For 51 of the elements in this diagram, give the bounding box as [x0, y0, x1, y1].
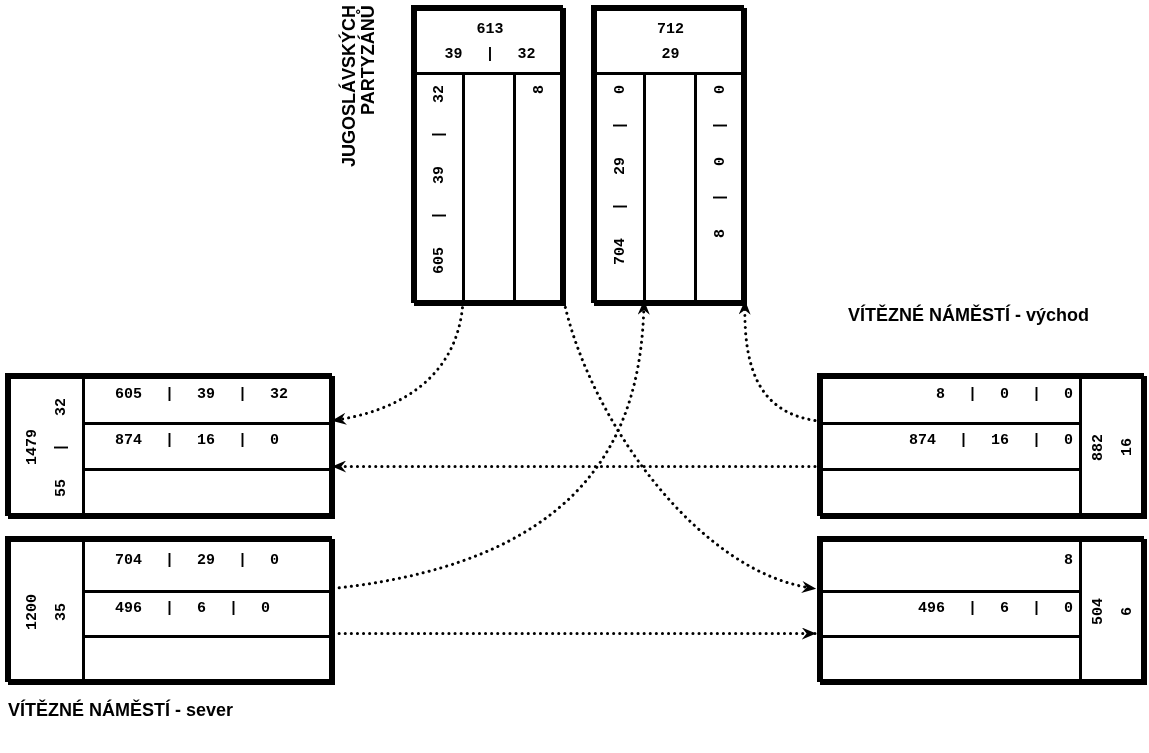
table-cell — [513, 72, 566, 306]
table-cell — [82, 468, 335, 519]
street-label: VÍTĚZNÉ NÁMĚSTÍ - sever — [8, 700, 234, 721]
table-cell — [694, 72, 747, 306]
street-label: JUGOSLÁVSKÝCH PARTYZÁNŮ — [340, 5, 378, 170]
count-value: 496 | 6 | 0 — [917, 600, 1073, 616]
table-cell — [8, 376, 85, 519]
table-cell — [820, 376, 1082, 425]
table-cell — [594, 8, 747, 75]
count-value: 8 — [532, 85, 547, 94]
table-cell — [1079, 376, 1147, 519]
count-value: 55 | 32 — [53, 398, 69, 497]
table-cell — [820, 635, 1082, 685]
count-value: 712 — [657, 21, 684, 37]
count-value: 704 | 29 | 0 — [612, 85, 628, 266]
table-cell — [82, 539, 335, 593]
table-cell — [820, 539, 1082, 593]
count-table — [5, 373, 332, 516]
count-value: 6 — [1120, 607, 1135, 617]
count-value: 605 | 39 | 32 — [432, 85, 447, 275]
count-value: 605 | 39 | 32 — [115, 387, 289, 402]
count-value: 704 | 29 | 0 — [115, 552, 280, 568]
count-value: 496 | 6 | 0 — [115, 600, 271, 616]
count-value: 29 — [661, 46, 680, 62]
table-cell — [820, 468, 1082, 519]
table-cell — [414, 8, 566, 75]
count-table — [817, 373, 1144, 516]
table-cell — [594, 72, 646, 306]
table-cell — [82, 635, 335, 685]
count-value: 613 — [476, 21, 504, 37]
count-value: 39 | 32 — [444, 46, 536, 62]
count-value: 8 — [1064, 552, 1073, 568]
count-value: 1200 — [24, 594, 40, 630]
table-cell — [82, 376, 335, 425]
count-value: 8 | 0 | 0 — [936, 387, 1073, 402]
count-table — [591, 5, 744, 303]
count-value: 1479 — [24, 429, 40, 466]
count-value: 874 | 16 | 0 — [908, 433, 1073, 448]
count-value: 8 | 0 | 0 — [713, 85, 728, 238]
table-cell — [8, 539, 85, 685]
count-table — [411, 5, 563, 303]
count-value: 504 — [1091, 598, 1106, 626]
count-value: 882 — [1091, 434, 1106, 461]
count-table — [817, 536, 1144, 682]
table-cell — [1079, 539, 1147, 685]
count-value: 16 — [1120, 438, 1135, 457]
table-cell — [414, 72, 465, 306]
count-table — [5, 536, 332, 682]
street-label: VÍTĚZNÉ NÁMĚSTÍ - východ — [848, 305, 1090, 326]
count-value: 874 | 16 | 0 — [115, 433, 280, 448]
count-value: 35 — [53, 603, 69, 621]
